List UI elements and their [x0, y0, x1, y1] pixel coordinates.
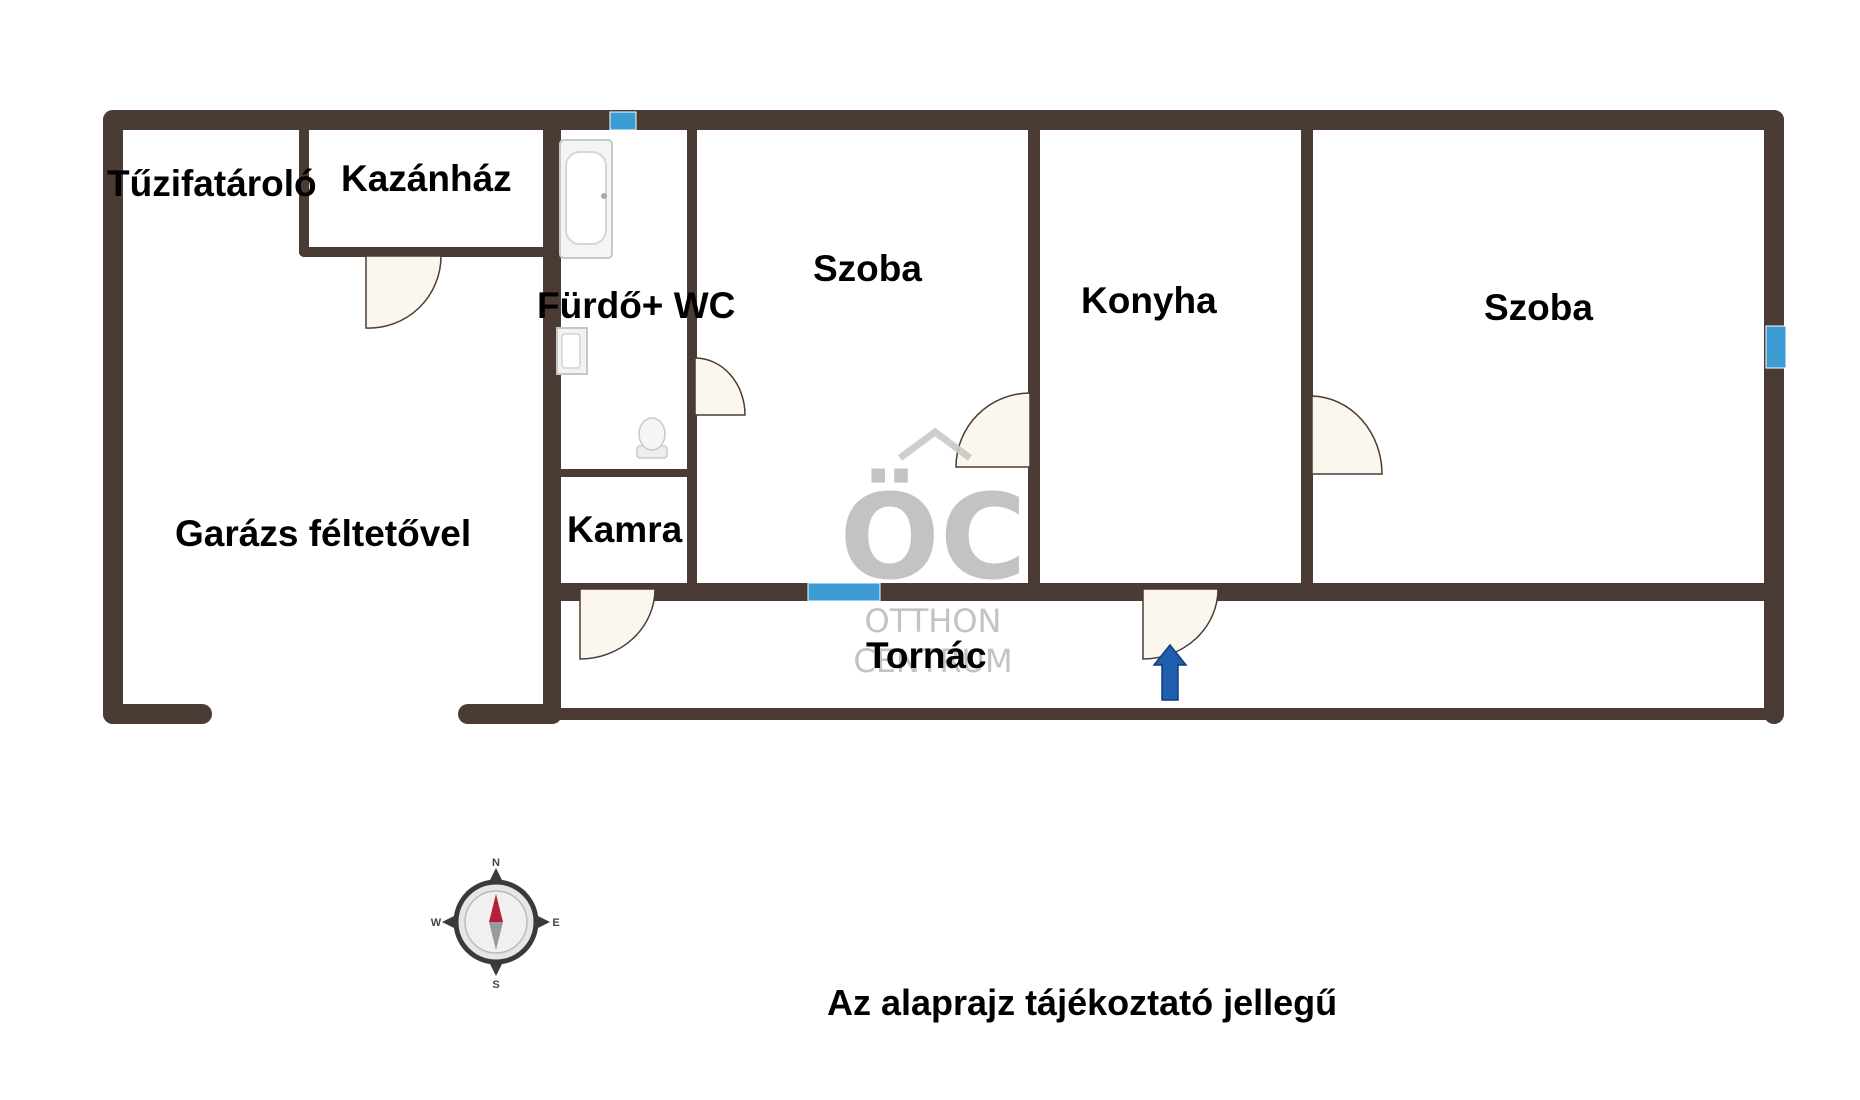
compass-pointer-north-icon	[489, 894, 503, 922]
doors	[365, 255, 1383, 660]
label-pantry: Kamra	[567, 509, 683, 550]
compass: N S E W	[431, 857, 560, 991]
label-room-1: Szoba	[813, 248, 922, 289]
watermark-monogram: ÖC	[840, 468, 1027, 606]
toilet	[636, 417, 668, 459]
door-room1	[955, 392, 1031, 468]
door-boiler	[365, 255, 442, 329]
compass-s: S	[492, 979, 499, 991]
bathtub	[559, 139, 613, 259]
fixtures	[556, 139, 1188, 701]
label-kitchen: Konyha	[1081, 280, 1217, 321]
door-entrance	[1142, 588, 1219, 660]
sink	[556, 327, 588, 375]
compass-pointer-south-icon	[489, 922, 503, 950]
window-porch	[807, 582, 881, 602]
label-room-2: Szoba	[1484, 287, 1593, 328]
entrance-arrow	[1152, 643, 1188, 701]
watermark-line1: OTTHON	[865, 602, 1002, 640]
roof-icon	[897, 427, 973, 461]
door-pantry	[579, 588, 656, 660]
door-bathroom	[694, 357, 746, 416]
label-boiler-room: Kazánház	[341, 158, 512, 199]
windows	[609, 111, 1787, 602]
door-room2	[1311, 395, 1383, 475]
disclaimer-note: Az alaprajz tájékoztató jellegű	[827, 982, 1337, 1023]
window-room2-east	[1765, 325, 1787, 369]
watermark-line2: CENTRUM	[853, 642, 1012, 680]
room-labels: Tűzifatároló Kazánház Fürdő+ WC Szoba Ko…	[107, 158, 1593, 676]
compass-n: N	[492, 857, 500, 869]
label-bathroom-wc: Fürdő+ WC	[537, 285, 735, 326]
label-porch: Tornác	[866, 635, 987, 676]
watermark-logo: ÖC OTTHON CENTRUM	[840, 427, 1027, 680]
window-bathroom	[609, 111, 637, 131]
label-garage: Garázs féltetővel	[175, 513, 471, 554]
label-firewood-storage: Tűzifatároló	[107, 163, 317, 204]
compass-e: E	[552, 917, 559, 929]
compass-w: W	[431, 917, 442, 929]
